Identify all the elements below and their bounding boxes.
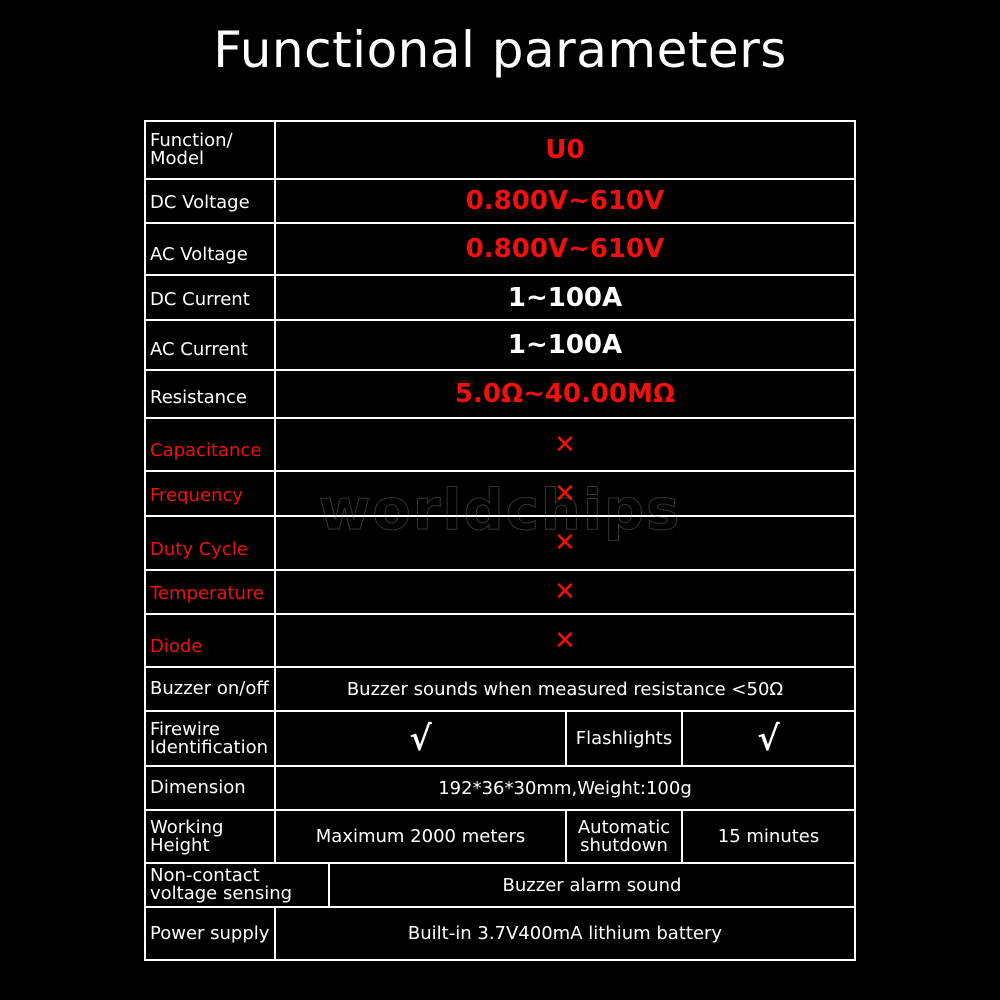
label-line: Function/ xyxy=(150,130,233,151)
label-ac-voltage: AC Voltage xyxy=(146,224,276,276)
value-ncv: Buzzer alarm sound xyxy=(330,864,854,908)
page-title: Functional parameters xyxy=(213,21,787,79)
cross-icon: ✕ xyxy=(276,419,854,472)
label-line: shutdown xyxy=(580,834,668,856)
label-flashlights: Flashlights xyxy=(567,712,683,767)
label-line: Automatic xyxy=(577,816,671,838)
cross-icon: ✕ xyxy=(276,571,854,615)
value-dc-voltage: 0.800V~610V xyxy=(276,180,854,224)
label-resistance: Resistance xyxy=(146,371,276,419)
label-dimension: Dimension xyxy=(146,767,276,811)
value-model: U0 xyxy=(276,122,854,180)
label-function-model: Function/Model xyxy=(146,122,276,180)
value-power-supply: Built-in 3.7V400mA lithium battery xyxy=(407,923,723,944)
value-dc-current: 1~100A xyxy=(276,276,854,321)
value-ac-voltage: 0.800V~610V xyxy=(276,224,854,276)
value-dimension: 192*36*30mm,Weight:100g xyxy=(276,767,854,811)
label-capacitance: Capacitance xyxy=(146,419,276,472)
label-duty-cycle: Duty Cycle xyxy=(146,517,276,571)
label-buzzer: Buzzer on/off xyxy=(146,668,276,712)
parameters-table: Function/Model U0 DC Voltage 0.800V~610V… xyxy=(144,120,856,961)
label-ac-current: AC Current xyxy=(146,321,276,371)
label-frequency: Frequency xyxy=(146,472,276,517)
value-shutdown: 15 minutes xyxy=(683,811,854,864)
label-line: Firewire xyxy=(150,718,220,740)
check-icon: √ xyxy=(683,712,854,767)
value-buzzer: Buzzer sounds when measured resistance <… xyxy=(276,668,854,712)
cross-icon: ✕ xyxy=(276,615,854,668)
label-line: Non-contact xyxy=(150,865,260,886)
label-diode: Diode xyxy=(146,615,276,668)
label-line: voltage sensing xyxy=(150,883,293,904)
value-working-height: Maximum 2000 meters xyxy=(276,811,567,864)
label-power-supply: Power supply xyxy=(146,908,276,959)
label-temperature: Temperature xyxy=(146,571,276,615)
value-ac-current: 1~100A xyxy=(276,321,854,371)
value-resistance: 5.0Ω~40.00MΩ xyxy=(276,371,854,419)
label-line: Height xyxy=(150,834,210,856)
cross-icon: ✕ xyxy=(276,472,854,517)
label-line: Model xyxy=(150,148,205,169)
label-dc-current: DC Current xyxy=(146,276,276,321)
check-icon: √ xyxy=(276,712,567,767)
label-line: Working xyxy=(150,816,224,838)
label-line: Identification xyxy=(150,736,269,758)
cross-icon: ✕ xyxy=(276,517,854,571)
label-dc-voltage: DC Voltage xyxy=(146,180,276,224)
